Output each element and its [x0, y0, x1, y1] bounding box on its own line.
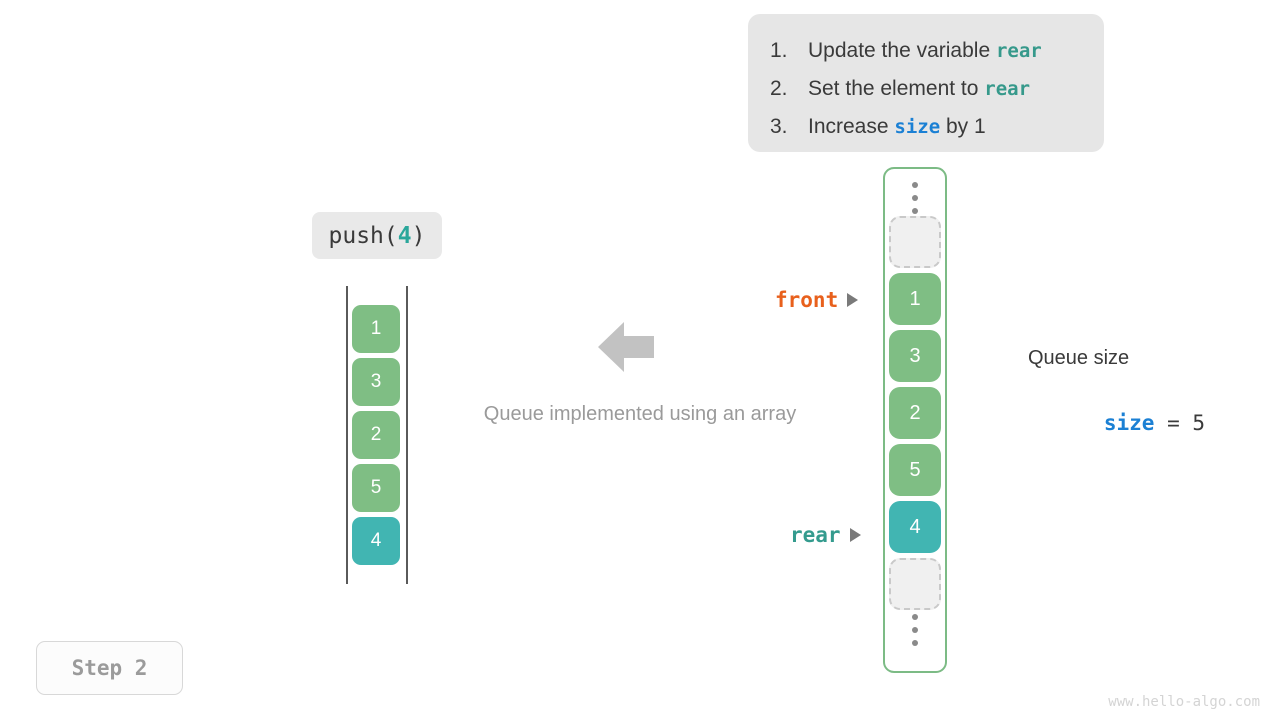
- queue-size-value: 5: [1192, 411, 1206, 435]
- queue-cells: 1 3 2 5 4: [889, 216, 941, 610]
- queue-cell: 5: [889, 444, 941, 496]
- left-array: 1 3 2 5 4: [346, 286, 408, 584]
- queue-size-readout: Queue size size = 5: [1028, 344, 1205, 474]
- instruction-step-3: 3. Increase size by 1: [770, 108, 1082, 146]
- operation-argument: 4: [397, 222, 412, 249]
- instruction-step-1: 1. Update the variable rear: [770, 32, 1082, 70]
- left-array-cell: 4: [352, 517, 400, 565]
- queue-size-expression: size = 5: [1028, 372, 1205, 474]
- step-badge: Step 2: [36, 641, 183, 695]
- queue-cell-empty: [889, 216, 941, 268]
- queue-size-operator: =: [1154, 411, 1193, 435]
- array-caption: Queue implemented using an array: [483, 403, 797, 425]
- queue-cell: 4: [889, 501, 941, 553]
- queue-cell: 2: [889, 387, 941, 439]
- instruction-step-3-number: 3.: [770, 115, 788, 138]
- rear-pointer-label: rear: [790, 523, 861, 547]
- rear-pointer-text: rear: [790, 523, 841, 547]
- instruction-step-2-keyword: rear: [984, 78, 1031, 100]
- instruction-step-3-keyword: size: [894, 116, 941, 138]
- left-array-cell: 2: [352, 411, 400, 459]
- left-array-cell: 5: [352, 464, 400, 512]
- left-array-cell: 1: [352, 305, 400, 353]
- operation-close-paren: ): [411, 222, 426, 249]
- triangle-right-icon: [847, 293, 859, 307]
- front-pointer-label: front: [775, 288, 859, 312]
- instruction-step-2-text: Set the element to: [808, 77, 985, 100]
- instruction-step-1-text: Update the variable: [808, 39, 996, 62]
- front-pointer-text: front: [775, 288, 839, 312]
- instruction-step-2: 2. Set the element to rear: [770, 70, 1082, 108]
- instruction-step-1-keyword: rear: [995, 40, 1042, 62]
- array-rail-left: [346, 286, 348, 584]
- instruction-step-1-number: 1.: [770, 39, 788, 62]
- ellipsis-vertical-icon: [912, 614, 918, 646]
- arrow-left-icon: [598, 322, 654, 372]
- triangle-right-icon: [849, 528, 861, 542]
- ellipsis-vertical-icon: [912, 182, 918, 214]
- queue-array: 1 3 2 5 4: [883, 167, 947, 673]
- array-rail-right: [406, 286, 408, 584]
- operation-name: push(: [328, 222, 398, 249]
- left-array-cells: 1 3 2 5 4: [352, 305, 400, 565]
- instruction-step-3-suffix: by 1: [940, 115, 986, 138]
- left-array-cell: 3: [352, 358, 400, 406]
- queue-cell: 1: [889, 273, 941, 325]
- instruction-step-2-number: 2.: [770, 77, 788, 100]
- queue-cell: 3: [889, 330, 941, 382]
- operation-label: push(4): [312, 212, 442, 259]
- queue-size-title: Queue size: [1028, 347, 1130, 369]
- queue-cell-empty: [889, 558, 941, 610]
- instruction-panel: 1. Update the variable rear 2. Set the e…: [748, 14, 1104, 152]
- queue-size-variable: size: [1103, 411, 1155, 435]
- instruction-step-3-text: Increase: [808, 115, 895, 138]
- watermark: www.hello-algo.com: [1108, 694, 1260, 710]
